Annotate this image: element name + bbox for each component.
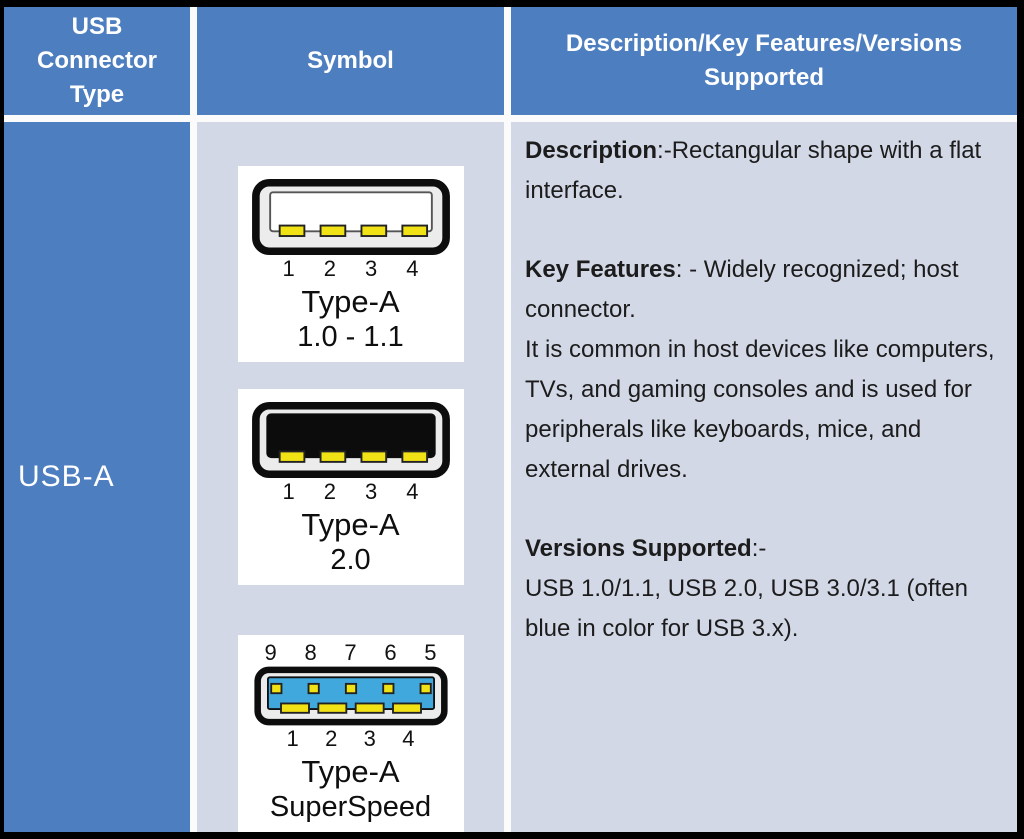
pin-number: 1 bbox=[286, 726, 299, 751]
versions-supported-separator: :- bbox=[751, 535, 767, 562]
usb3-pin-numbers: 1 2 3 4 bbox=[251, 726, 451, 752]
pin-number: 3 bbox=[363, 726, 376, 751]
header-symbol: Symbol bbox=[197, 7, 504, 115]
cell-symbols: 1 2 3 4 Type-A 1.0 - 1.1 1 2 3 4 bbox=[197, 122, 504, 832]
description-separator: :- bbox=[657, 137, 672, 164]
usb1-pin-numbers: 1 2 3 4 bbox=[251, 256, 451, 282]
usb-connector-table: USB Connector Type Symbol Description/Ke… bbox=[4, 7, 1017, 832]
header-usb-connector-type: USB Connector Type bbox=[4, 7, 190, 115]
description-section: Description:-Rectangular shape with a fl… bbox=[525, 131, 1001, 211]
usb2-title: Type-A bbox=[301, 507, 400, 542]
versions-supported-block-text: USB 1.0/1.1, USB 2.0, USB 3.0/3.1 (often… bbox=[525, 575, 968, 642]
description-label: Description bbox=[525, 137, 658, 164]
usb-type-a-2-connector-icon bbox=[251, 401, 450, 479]
usb-type-a-1x-connector-icon bbox=[251, 178, 450, 256]
symbol-card-usb2: 1 2 3 4 Type-A 2.0 bbox=[237, 389, 464, 585]
pin-number: 4 bbox=[406, 256, 419, 281]
pin-number: 4 bbox=[402, 726, 415, 751]
usb-type-a-superspeed-connector-icon bbox=[253, 666, 448, 726]
pin-number: 2 bbox=[323, 479, 336, 504]
pin-number: 8 bbox=[304, 640, 317, 665]
pin-number: 3 bbox=[365, 479, 378, 504]
usb2-subtitle: 2.0 bbox=[330, 544, 371, 576]
pin-number: 4 bbox=[406, 479, 419, 504]
versions-supported-label: Versions Supported bbox=[525, 535, 752, 562]
header-description: Description/Key Features/Versions Suppor… bbox=[511, 7, 1017, 115]
versions-supported-section: Versions Supported:- USB 1.0/1.1, USB 2.0… bbox=[525, 529, 1001, 649]
pin-number: 1 bbox=[282, 479, 295, 504]
symbol-card-usb1: 1 2 3 4 Type-A 1.0 - 1.1 bbox=[237, 166, 464, 362]
key-features-separator: : - bbox=[675, 256, 704, 283]
header-symbol-label: Symbol bbox=[307, 47, 394, 74]
pin-number: 5 bbox=[424, 640, 437, 665]
cell-description: Description:-Rectangular shape with a fl… bbox=[511, 122, 1017, 832]
header-usb-connector-type-label: USB Connector Type bbox=[37, 13, 157, 108]
pin-number: 9 bbox=[264, 640, 277, 665]
usb2-pin-numbers: 1 2 3 4 bbox=[251, 479, 451, 505]
usb1-subtitle: 1.0 - 1.1 bbox=[297, 321, 404, 353]
pin-number: 6 bbox=[384, 640, 397, 665]
key-features-block-text: It is common in host devices like comput… bbox=[525, 336, 995, 483]
cell-connector-type: USB-A bbox=[4, 122, 190, 832]
header-description-label: Description/Key Features/Versions Suppor… bbox=[565, 30, 963, 91]
pin-number: 2 bbox=[323, 256, 336, 281]
symbol-card-usb3: 9 8 7 6 5 1 2 3 bbox=[237, 635, 464, 832]
pin-number: 1 bbox=[282, 256, 295, 281]
usb1-title: Type-A bbox=[301, 284, 400, 319]
description-inline-text: Rectangular shape with a flat interface. bbox=[525, 137, 982, 204]
key-features-section: Key Features: - Widely recognized; host … bbox=[525, 250, 1001, 490]
pin-number: 2 bbox=[325, 726, 338, 751]
connector-type-label: USB-A bbox=[18, 460, 115, 493]
pin-number: 7 bbox=[344, 640, 357, 665]
usb3-title: Type-A bbox=[301, 754, 400, 789]
usb3-subtitle: SuperSpeed bbox=[269, 791, 432, 823]
pin-number: 3 bbox=[365, 256, 378, 281]
usb3-top-pin-numbers: 9 8 7 6 5 bbox=[253, 641, 449, 665]
key-features-label: Key Features bbox=[525, 256, 676, 283]
key-features-inline-text: Widely recognized; host connector. bbox=[525, 256, 959, 323]
